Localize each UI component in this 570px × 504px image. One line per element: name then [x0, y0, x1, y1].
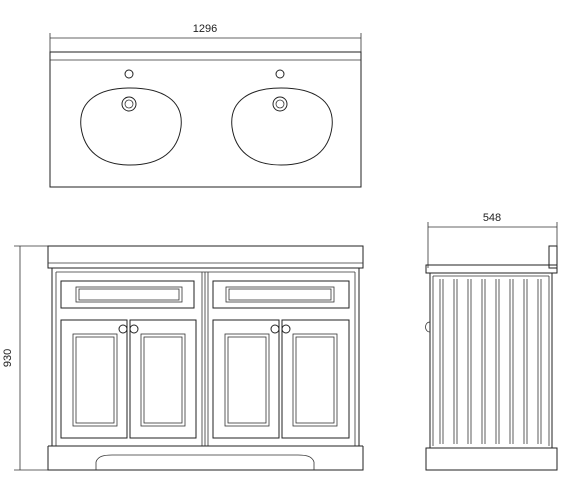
side-view: 548 [425, 212, 558, 471]
left-drawer [60, 280, 195, 309]
right-door-pair [212, 319, 350, 439]
front-view: 930 [2, 245, 364, 471]
height-dimension-label: 930 [2, 349, 14, 367]
side-paneling [439, 279, 542, 444]
right-basin [231, 87, 333, 166]
left-door-pair [60, 319, 197, 439]
right-drawer [212, 280, 350, 309]
side-countertop [425, 264, 558, 274]
depth-dimension-label: 548 [483, 212, 501, 224]
basin-top-outline [49, 51, 362, 188]
side-panel [429, 272, 553, 449]
right-door-knob-2 [281, 324, 291, 334]
left-door-knob-1 [118, 324, 128, 334]
width-dimension-label: 1296 [193, 23, 217, 35]
height-dimension: 930 [2, 245, 48, 471]
side-upstand [548, 245, 558, 269]
front-cabinet-body [51, 267, 360, 447]
depth-dimension: 548 [427, 212, 558, 268]
side-door-edge [425, 321, 431, 333]
left-door-knob-2 [129, 324, 139, 334]
right-tap-hole [275, 69, 285, 79]
left-basin [80, 87, 182, 166]
side-plinth [425, 447, 558, 471]
front-plinth [47, 445, 364, 471]
top-width-dimension: 1296 [49, 23, 362, 52]
left-tap-hole [124, 69, 134, 79]
top-view: 1296 [49, 23, 362, 188]
front-countertop [47, 245, 364, 269]
right-door-knob-1 [270, 324, 280, 334]
